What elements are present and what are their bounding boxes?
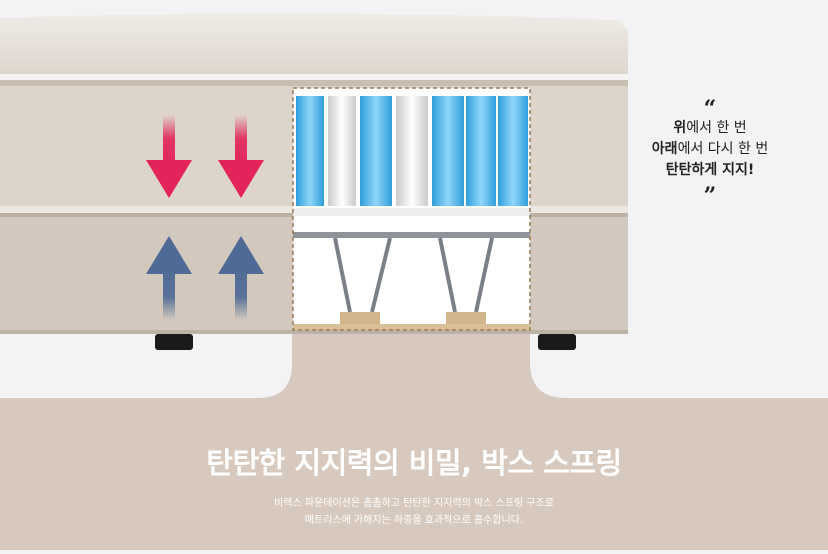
bed-leg-left [155,334,193,350]
mattress-topper [0,13,628,86]
description-line-2: 매트리스에 가해지는 하중을 효과적으로 흡수합니다. [304,515,524,526]
spring-cutaway [292,87,531,331]
quote-line-2: 아래에서 다시 한 번 [651,141,769,157]
quote-line-3: 탄탄하게 지지! [665,162,755,178]
up-arrow-icon [218,236,264,320]
pocket-springs [296,96,528,206]
close-quote-mark: ” [703,183,717,209]
up-arrow-icon [146,236,192,320]
open-quote-mark: “ [703,96,717,122]
section-description: 비렉스 파운데이션은 촘촘하고 탄탄한 지지력의 박스 스프링 구조로 매트리스… [0,495,828,529]
bed-leg-right [538,334,576,350]
down-arrow-icon [218,115,264,198]
box-spring-frame [293,232,530,330]
quote-line-1: 위에서 한 번 [673,120,747,136]
section-title: 탄탄한 지지력의 비밀, 박스 스프링 [206,446,622,480]
support-quote: “ 위에서 한 번 아래에서 다시 한 번 탄탄하게 지지! ” [630,96,790,209]
description-line-1: 비렉스 파운데이션은 촘촘하고 탄탄한 지지력의 박스 스프링 구조로 [274,498,554,509]
down-arrow-icon [146,115,192,198]
bottom-band [0,332,828,550]
